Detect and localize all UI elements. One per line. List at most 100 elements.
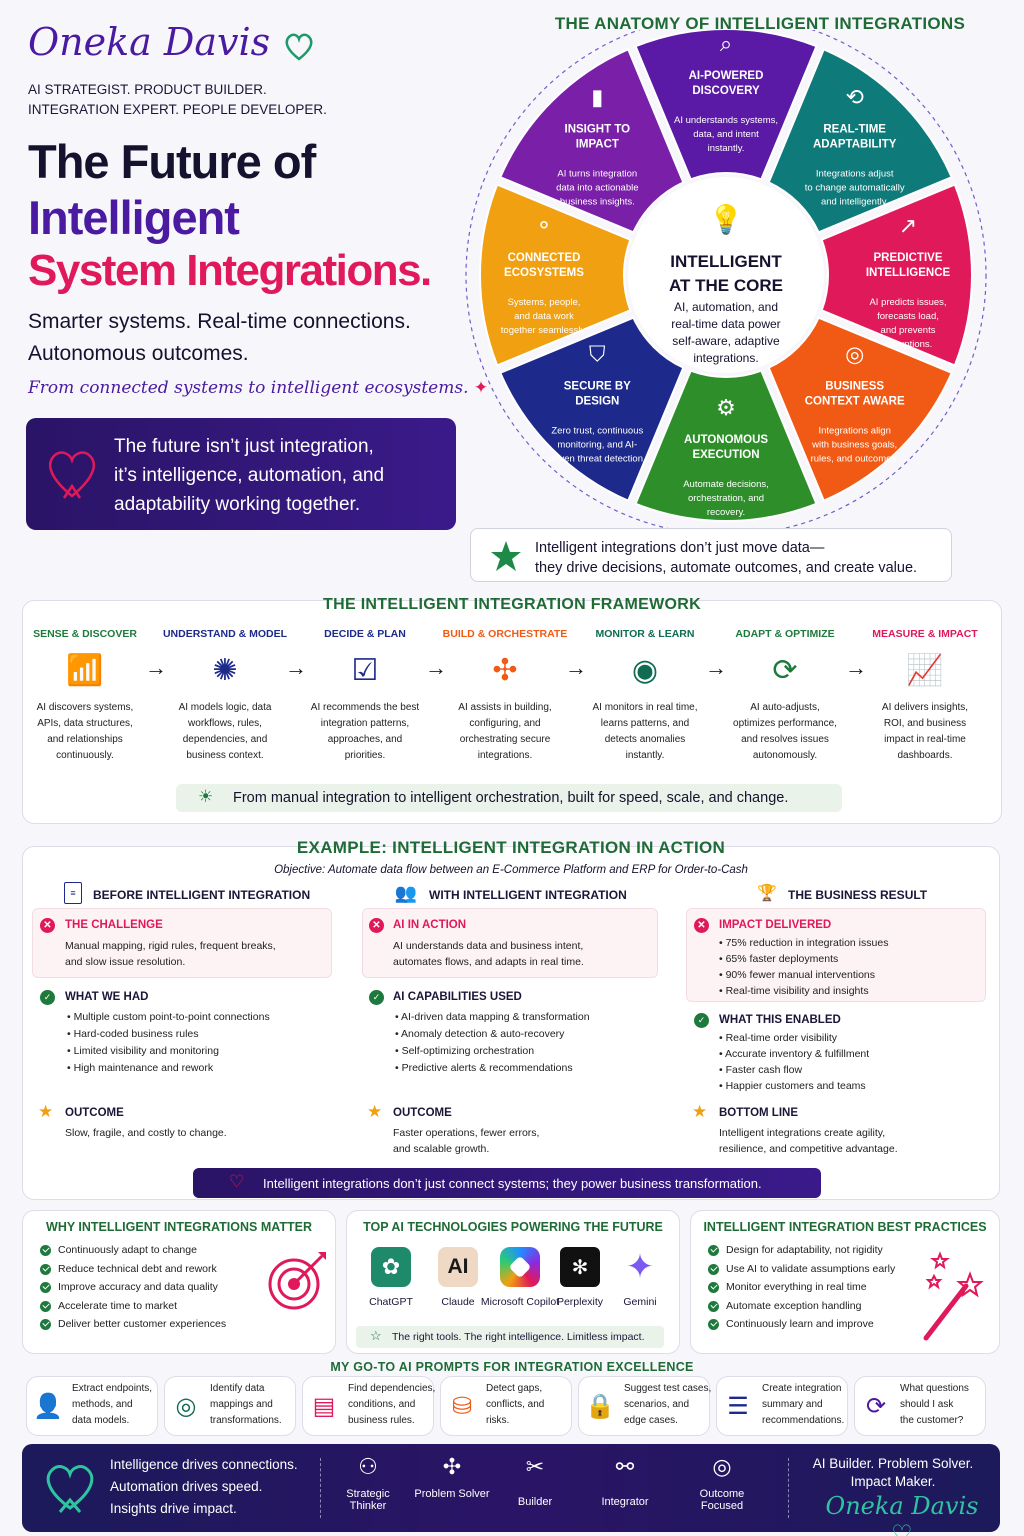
- segment-title: DESIGN: [575, 396, 619, 408]
- bottom-line-title: BOTTOM LINE: [719, 1107, 799, 1119]
- segment-desc: AI predicts issues,: [869, 297, 946, 308]
- tech-title: TOP AI TECHNOLOGIES POWERING THE FUTURE: [363, 1220, 663, 1234]
- challenge-text: Manual mapping, rigid rules, frequent br…: [65, 940, 276, 968]
- arrow-right-icon: →: [565, 655, 587, 680]
- framework-step-title: UNDERSTAND & MODEL: [162, 628, 288, 640]
- capabilities-list: AI-driven data mapping & transformation …: [395, 1009, 590, 1077]
- list-item: 65% faster deployments: [719, 951, 888, 967]
- segment-title: ADAPTABILITY: [813, 138, 897, 150]
- star-icon: ★: [38, 1102, 54, 1121]
- segment-desc: and data work: [514, 311, 574, 322]
- list-item: Real-time visibility and insights: [719, 983, 888, 999]
- title-line-3: System Integrations.: [28, 246, 432, 295]
- divider: [320, 1458, 321, 1518]
- framework-step-desc: AI auto-adjusts,optimizes performance,an…: [733, 702, 837, 761]
- list-item: Real-time order visibility: [719, 1030, 869, 1046]
- roles-line-1: AI STRATEGIST. PRODUCT BUILDER.: [28, 82, 267, 97]
- tool-label: Gemini: [623, 1296, 657, 1308]
- tech-note-text: The right tools. The right intelligence.…: [392, 1331, 645, 1343]
- segment-shape: [498, 316, 685, 503]
- tool-label: Microsoft Copilot: [480, 1296, 560, 1308]
- framework-banner-text: From manual integration to intelligent o…: [233, 790, 789, 806]
- puzzle-icon: ✣: [492, 653, 518, 687]
- eye-icon: ◉: [631, 653, 659, 687]
- list-item: Self-optimizing orchestration: [395, 1043, 590, 1060]
- segment-desc: Integrations adjust: [816, 168, 894, 179]
- framework-step-title: ADAPT & OPTIMIZE: [735, 628, 835, 640]
- signature: Oneka Davis: [28, 20, 316, 64]
- puzzle-icon: ✣: [442, 1454, 462, 1479]
- list-item: 75% reduction in integration issues: [719, 935, 889, 951]
- prompt-card: [716, 1376, 848, 1436]
- trophy-icon: 🏆: [757, 885, 777, 902]
- tool-label: Perplexity: [556, 1296, 604, 1308]
- arrow-right-icon: →: [705, 655, 727, 680]
- framework-title: THE INTELLIGENT INTEGRATION FRAMEWORK: [323, 596, 701, 613]
- footer-line-1: Intelligence drives connections.: [110, 1457, 298, 1472]
- role-integrator: Integrator: [601, 1496, 649, 1508]
- list-item: Hard-coded business rules: [67, 1026, 270, 1043]
- title-line-1: The Future of: [28, 135, 316, 188]
- target-icon: ◎: [845, 342, 864, 367]
- core-circle: [628, 177, 824, 373]
- arrow-right-icon: →: [425, 655, 447, 680]
- callout-box: The future isn’t just integration, it’s …: [26, 418, 456, 530]
- segment-shape: [767, 47, 954, 234]
- challenge-box: [32, 908, 332, 978]
- arrow-right-icon: →: [845, 655, 867, 680]
- list-item: Accurate inventory & fulfillment: [719, 1046, 869, 1062]
- network-icon: ⚬: [535, 213, 553, 238]
- what-we-had-list: Multiple custom point-to-point connectio…: [67, 1009, 270, 1077]
- capabilities-title: AI CAPABILITIES USED: [393, 991, 522, 1003]
- impact-title: IMPACT DELIVERED: [719, 919, 832, 931]
- segment-shape: [820, 183, 973, 367]
- prompt-card: [302, 1376, 434, 1436]
- segment-desc: AI turns integration: [557, 168, 637, 179]
- chatgpt-logo: ✿: [371, 1247, 411, 1287]
- callout-line-3: adaptability working together.: [114, 494, 361, 515]
- prompt-card: [164, 1376, 296, 1436]
- segment-shape: [498, 47, 685, 234]
- prompts-title: MY GO-TO AI PROMPTS FOR INTEGRATION EXCE…: [330, 1360, 694, 1374]
- magic-wand-icon: [923, 1251, 984, 1341]
- sync-icon: ⟲: [845, 84, 863, 109]
- list-item: 90% fewer manual interventions: [719, 967, 888, 983]
- divider: [788, 1458, 789, 1518]
- sparkle-icon: ✦: [473, 378, 489, 398]
- list-item: Anomaly detection & auto-recovery: [395, 1026, 590, 1043]
- example-objective: Objective: Automate data flow between an…: [274, 864, 748, 876]
- before-heading: BEFORE INTELLIGENT INTEGRATION: [93, 888, 311, 902]
- segment-desc: and intelligently.: [821, 196, 888, 207]
- segment-desc: and prevents: [881, 325, 936, 336]
- role-strategic-thinker: Strategic Thinker: [346, 1488, 390, 1512]
- segment-desc: Automate decisions,: [683, 479, 769, 490]
- footer-right-2: Impact Maker.: [850, 1474, 936, 1489]
- search-icon: ⌕: [720, 31, 732, 56]
- list-item: Use AI to validate assumptions early: [708, 1260, 895, 1279]
- callout-line-1: The future isn’t just integration,: [114, 436, 374, 457]
- list-item: AI-driven data mapping & transformation: [395, 1009, 590, 1026]
- anatomy-note-line-1: Intelligent integrations don’t just move…: [535, 540, 825, 556]
- team-icon: 👥: [394, 882, 418, 903]
- list-item: Continuously adapt to change: [40, 1241, 226, 1260]
- x-circle-icon: ✕: [40, 918, 55, 933]
- framework-step-title: MEASURE & IMPACT: [872, 628, 978, 640]
- tool-label: ChatGPT: [369, 1296, 413, 1308]
- list-item: Reduce technical debt and rework: [40, 1260, 226, 1279]
- role-problem-solver: Problem Solver: [414, 1488, 490, 1500]
- list-item: Monitor everything in real time: [708, 1278, 895, 1297]
- segment-desc: forecasts load,: [877, 311, 939, 322]
- target-icon: [268, 1252, 326, 1310]
- brain-icon: ✺: [212, 653, 238, 687]
- segment-desc: disruptions.: [884, 339, 933, 350]
- outcome-before-text: Slow, fragile, and costly to change.: [65, 1127, 227, 1139]
- document-icon: ▤: [312, 1392, 336, 1420]
- x-circle-icon: ✕: [369, 918, 384, 933]
